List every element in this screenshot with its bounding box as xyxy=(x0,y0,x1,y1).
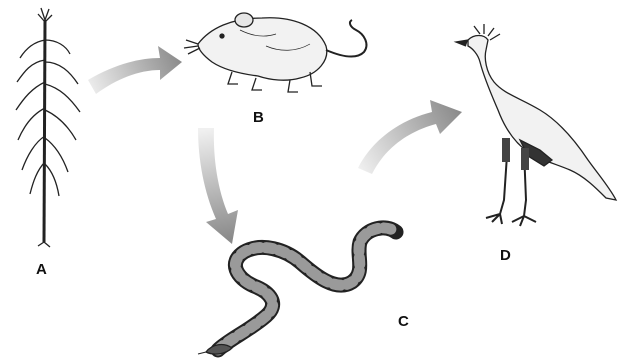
arrow-c-to-d xyxy=(358,100,462,174)
label-c: C xyxy=(398,314,409,329)
snake-icon xyxy=(198,228,396,354)
label-d: D xyxy=(500,248,511,263)
secretary-bird-icon xyxy=(456,24,616,226)
corn-plant-icon xyxy=(16,8,80,247)
arrow-a-to-b xyxy=(88,46,182,94)
arrow-b-to-c xyxy=(198,128,238,244)
label-b: B xyxy=(253,110,264,125)
mouse-icon xyxy=(184,13,366,92)
label-a: A xyxy=(36,262,47,277)
